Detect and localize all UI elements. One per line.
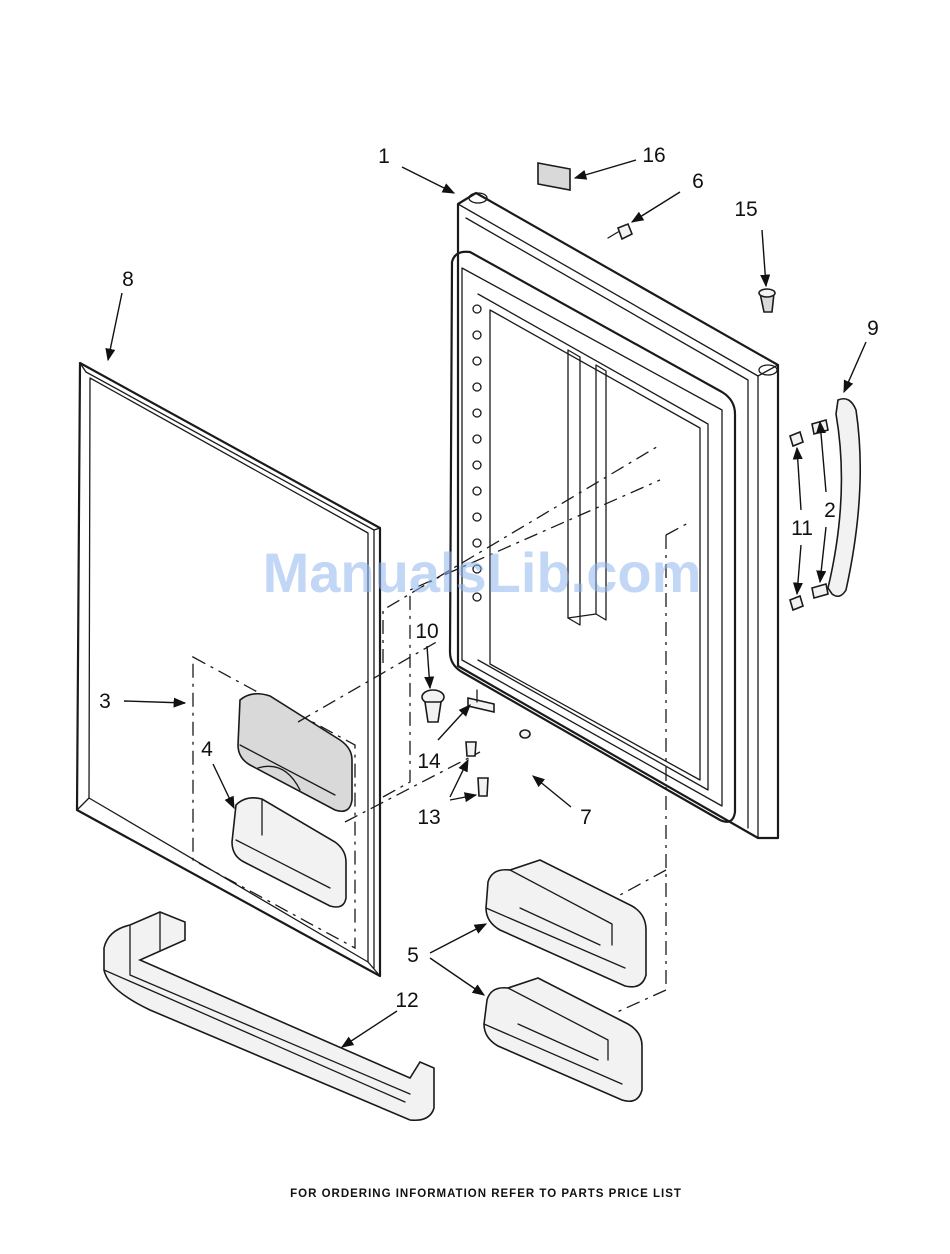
callout-13: 13 [417, 806, 440, 829]
watermark: ManualsLib.com [263, 541, 702, 604]
upper-door-bin [238, 694, 352, 812]
callout-12: 12 [395, 989, 418, 1012]
long-door-shelf-12 [104, 912, 434, 1120]
callout-6: 6 [692, 170, 704, 193]
callout-16: 16 [642, 144, 665, 167]
callout-9: 9 [867, 317, 879, 340]
lower-door-bin [232, 798, 346, 907]
callout-5: 5 [407, 944, 419, 967]
cap-10 [422, 690, 444, 722]
door-gasket [450, 252, 735, 822]
callout-15: 15 [734, 198, 757, 221]
callout-2: 2 [824, 499, 836, 522]
label-16 [538, 163, 570, 190]
callout-4: 4 [201, 738, 213, 761]
callout-11: 11 [791, 517, 813, 540]
screw-7 [520, 730, 530, 738]
footer-note: FOR ORDERING INFORMATION REFER TO PARTS … [290, 1188, 682, 1200]
callout-3: 3 [99, 690, 111, 713]
callout-8: 8 [122, 268, 134, 291]
door-handle-9 [828, 399, 860, 597]
door-bin-5-lower [484, 978, 642, 1101]
callout-7: 7 [580, 806, 592, 829]
bracket-14 [468, 690, 494, 712]
door-bin-5-upper [486, 860, 646, 987]
top-screw-6 [608, 224, 632, 239]
screws-13 [466, 742, 488, 796]
callout-14: 14 [417, 750, 441, 773]
outer-door [458, 193, 778, 838]
callout-1: 1 [378, 145, 390, 168]
callout-10: 10 [415, 620, 438, 643]
plug-15 [759, 289, 775, 312]
